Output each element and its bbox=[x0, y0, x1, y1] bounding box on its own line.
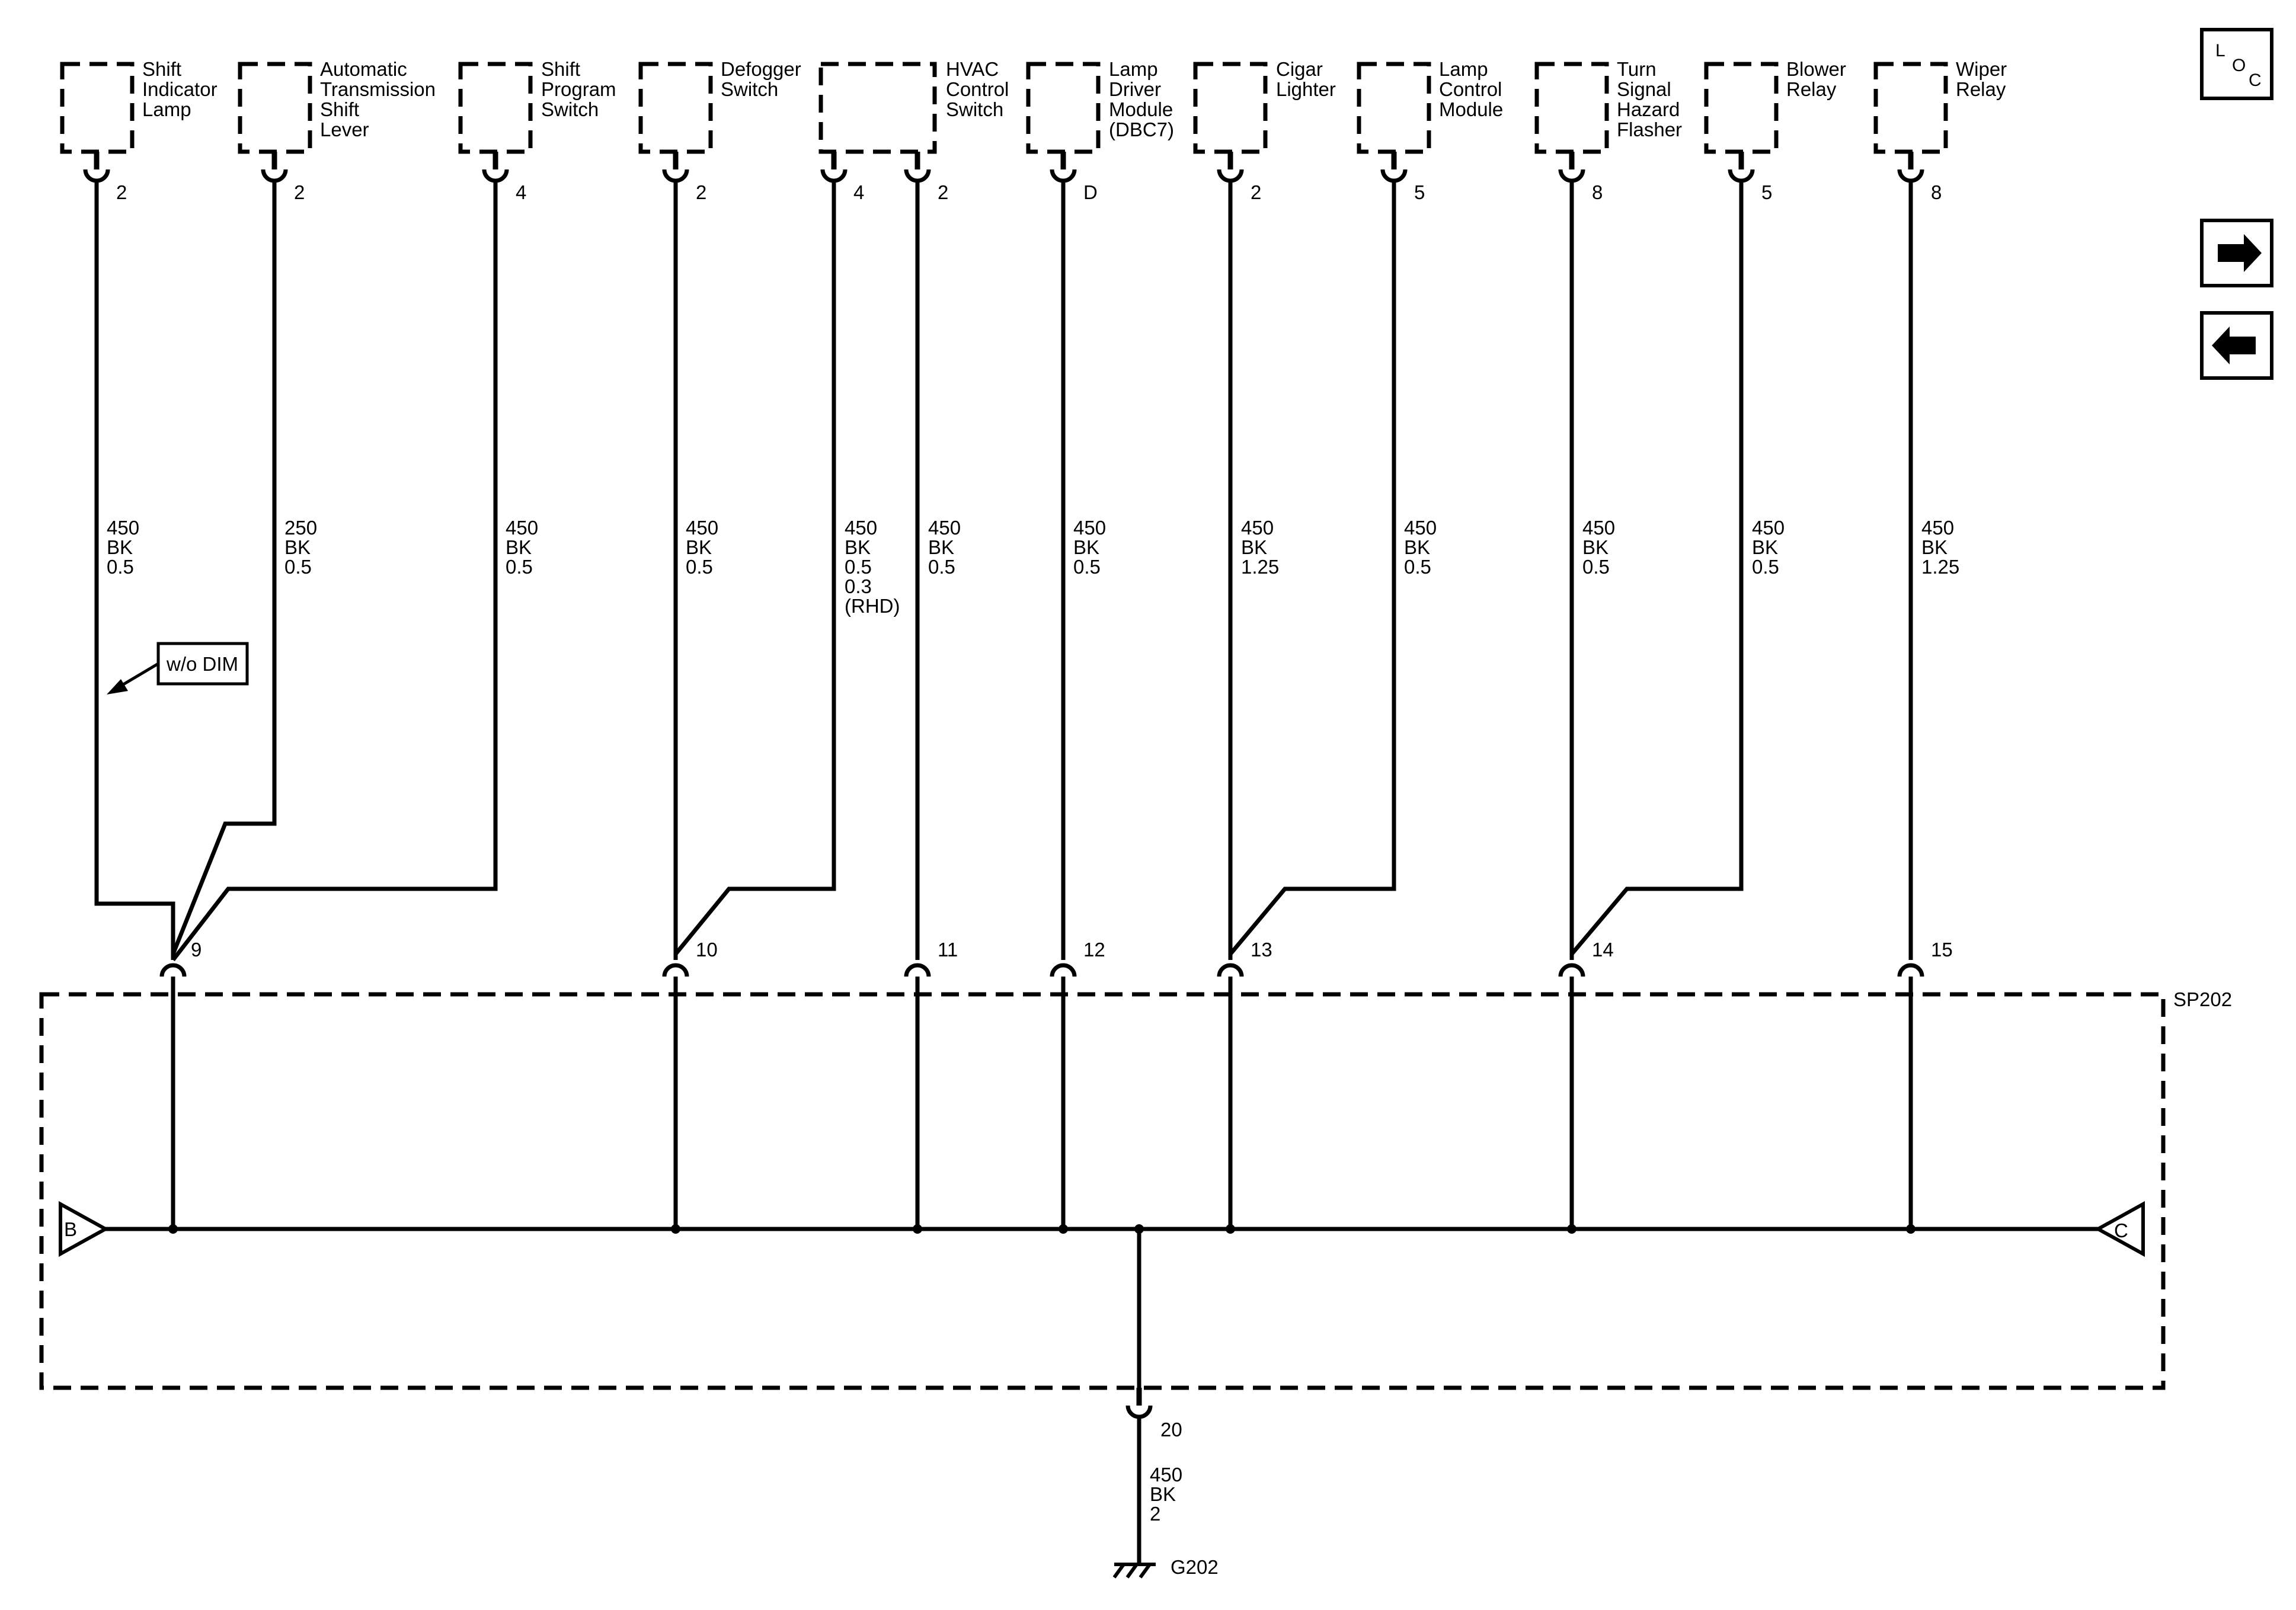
hvac-control-switch-box bbox=[818, 62, 937, 154]
blower-relay-box bbox=[1704, 62, 1779, 154]
wire-label: 450 BK 1.25 bbox=[1921, 517, 1959, 578]
cigar-lighter-label: Cigar Lighter bbox=[1276, 58, 1336, 100]
pin-number: 8 bbox=[1931, 181, 1942, 203]
pin-number: 2 bbox=[938, 181, 948, 203]
wire-label: 450 BK 0.5 bbox=[1404, 517, 1442, 578]
connector-stubs bbox=[94, 152, 1914, 169]
top-terminals bbox=[83, 169, 1924, 183]
option-note-pointer bbox=[122, 662, 159, 686]
shift-indicator-lamp-label: Shift Indicator Lamp bbox=[142, 58, 223, 120]
location-icon[interactable]: L O C bbox=[2200, 28, 2273, 100]
wire-lamp-control-module bbox=[1229, 181, 1396, 956]
lamp-control-module-label: Lamp Control Module bbox=[1439, 58, 1508, 120]
wire-label: 450 BK 0.5 0.3 (RHD) bbox=[845, 517, 900, 617]
bus-left-label: B bbox=[64, 1218, 77, 1240]
option-note: w/o DIM bbox=[107, 642, 249, 694]
pin-number: 14 bbox=[1592, 939, 1614, 961]
pin-number: 2 bbox=[294, 181, 305, 203]
wire-hvac-control-switch-4 bbox=[674, 181, 836, 956]
wire-label: 450 BK 0.5 bbox=[928, 517, 966, 578]
hvac-control-switch-label: HVAC Control Switch bbox=[946, 58, 1015, 120]
defogger-switch-box bbox=[638, 62, 713, 154]
wire-shift-indicator-lamp bbox=[94, 181, 175, 960]
right-arrow-icon bbox=[2218, 234, 2262, 272]
pin-number: 2 bbox=[1251, 181, 1261, 203]
wire-label: 250 BK 0.5 bbox=[284, 517, 322, 578]
pin-number: 2 bbox=[696, 181, 706, 203]
pin-number: 5 bbox=[1761, 181, 1772, 203]
defogger-switch-label: Defogger Switch bbox=[721, 58, 807, 100]
ground-pin-number: 20 bbox=[1160, 1419, 1182, 1441]
wire-label: 450 BK 0.5 bbox=[1752, 517, 1790, 578]
shift-indicator-lamp-box bbox=[60, 62, 135, 154]
automatic-transmission-shift-lever-box bbox=[238, 62, 312, 154]
pin-number: D bbox=[1083, 181, 1098, 203]
ground-name: G202 bbox=[1171, 1556, 1219, 1578]
wire-label: 450 BK 0.5 bbox=[506, 517, 543, 578]
wire-label: 450 BK 0.5 bbox=[686, 517, 724, 578]
component-labels: Shift Indicator Lamp Automatic Transmiss… bbox=[142, 58, 2012, 140]
option-note-box bbox=[156, 642, 249, 686]
wiper-relay-label: Wiper Relay bbox=[1956, 58, 2012, 100]
cigar-lighter-box bbox=[1193, 62, 1268, 154]
ground-circuit bbox=[1125, 1229, 1153, 1564]
loc-l: L bbox=[2215, 41, 2225, 60]
loc-c: C bbox=[2249, 71, 2262, 90]
wire-label: 450 BK 0.5 bbox=[1073, 517, 1111, 578]
splice-drops bbox=[171, 977, 1913, 1229]
wire-label: 450 BK 1.25 bbox=[1241, 517, 1279, 578]
wire-labels: 450 BK 0.5 250 BK 0.5 450 BK 0.5 450 BK … bbox=[107, 517, 1959, 617]
shift-program-switch-box bbox=[458, 62, 533, 154]
lamp-driver-module-label: Lamp Driver Module (DBC7) bbox=[1109, 58, 1178, 140]
ground-wire-label: 450 BK 2 bbox=[1150, 1464, 1188, 1525]
pin-number: 8 bbox=[1592, 181, 1603, 203]
pin-number: 2 bbox=[116, 181, 127, 203]
splice-pack-box bbox=[39, 992, 2166, 1390]
pin-number: 4 bbox=[853, 181, 864, 203]
splice-pack-name: SP202 bbox=[2173, 988, 2232, 1010]
option-note-arrowhead bbox=[107, 679, 128, 694]
pin-number: 4 bbox=[516, 181, 526, 203]
pin-number: 10 bbox=[696, 939, 718, 961]
wire-shift-program-switch bbox=[171, 181, 498, 962]
forward-button[interactable] bbox=[2200, 219, 2273, 287]
bus-right-label: C bbox=[2114, 1219, 2128, 1241]
pin-number: 13 bbox=[1251, 939, 1272, 961]
left-arrow-icon bbox=[2212, 327, 2256, 364]
bus-right-arrow: C bbox=[2094, 1201, 2145, 1257]
splice-terminals bbox=[159, 963, 1924, 977]
turn-signal-hazard-flasher-label: Turn Signal Hazard Flasher bbox=[1617, 58, 1686, 140]
back-button[interactable] bbox=[2200, 311, 2273, 380]
wire-automatic-transmission-shift-lever bbox=[171, 181, 277, 955]
lamp-driver-module-box bbox=[1026, 62, 1101, 154]
pin-number: 5 bbox=[1414, 181, 1425, 203]
top-pin-numbers: 2 2 4 2 4 2 D 2 5 8 5 8 bbox=[116, 181, 1942, 203]
pin-number: 12 bbox=[1083, 939, 1105, 961]
wire-label: 450 BK 0.5 bbox=[1582, 517, 1620, 578]
option-note-text: w/o DIM bbox=[166, 653, 238, 675]
splice-pin-numbers: 9 10 11 12 13 14 15 bbox=[191, 939, 1953, 961]
turn-signal-hazard-flasher-box bbox=[1534, 62, 1609, 154]
pin-number: 11 bbox=[938, 939, 958, 961]
shift-program-switch-label: Shift Program Switch bbox=[541, 58, 622, 120]
blower-relay-label: Blower Relay bbox=[1786, 58, 1851, 100]
lamp-control-module-box bbox=[1357, 62, 1431, 154]
wire-blower-relay bbox=[1570, 181, 1744, 956]
pin-number: 9 bbox=[191, 939, 202, 961]
pin-number: 15 bbox=[1931, 939, 1953, 961]
wires bbox=[94, 181, 1913, 962]
wiper-relay-box bbox=[1873, 62, 1948, 154]
bus-left-arrow: B bbox=[59, 1201, 110, 1257]
loc-o: O bbox=[2232, 56, 2246, 75]
automatic-transmission-shift-lever-label: Automatic Transmission Shift Lever bbox=[320, 58, 441, 140]
ground-symbol-icon bbox=[1112, 1563, 1156, 1579]
wire-label: 450 BK 0.5 bbox=[107, 517, 145, 578]
